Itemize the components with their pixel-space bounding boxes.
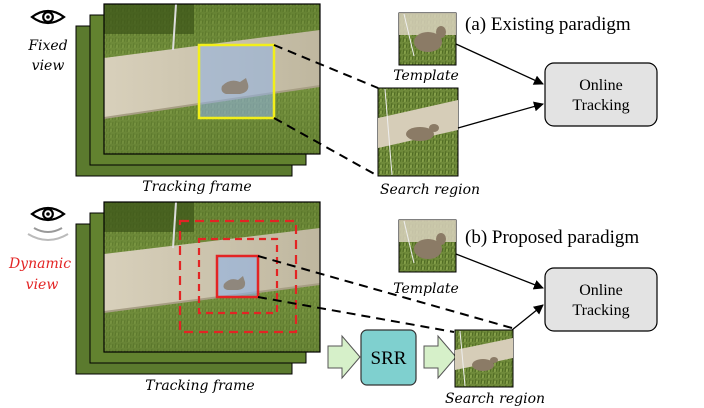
top-template-image: [398, 12, 457, 66]
fixed-view-label-line2: view: [32, 58, 65, 74]
top-tracking-line2: Tracking: [572, 97, 629, 114]
top-frame-caption: Tracking frame: [142, 179, 251, 195]
arrow-out-srr: [423, 334, 457, 380]
dynamic-mid-dashed-box: [197, 237, 279, 315]
bottom-search-caption: Search region: [445, 391, 545, 407]
bottom-projection-line-2: [257, 296, 455, 333]
bottom-tracking-line2: Tracking: [572, 302, 629, 319]
top-projection-line-1: [273, 44, 379, 89]
fixed-view-label-line1: Fixed: [27, 38, 67, 54]
bottom-frame-caption: Tracking frame: [145, 378, 254, 394]
eye-icon: [30, 9, 66, 25]
top-online-tracking-box: Online Tracking: [544, 62, 658, 127]
tracking-frame-stack: [75, 3, 321, 177]
srr-label: SRR: [371, 348, 407, 369]
arrow-into-srr: [327, 334, 361, 380]
bottom-paradigm-title: (b) Proposed paradigm: [465, 227, 639, 248]
top-tracking-line1: Online: [579, 77, 623, 94]
bottom-template-caption: Template: [393, 281, 459, 297]
bottom-tracking-line1: Online: [579, 282, 623, 299]
dynamic-view-label-line2: view: [26, 277, 59, 293]
dynamic-search-box: [215, 254, 260, 299]
top-template-arrow: [455, 43, 544, 85]
bottom-search-region-image: [454, 329, 514, 388]
dynamic-view-label-line1: Dynamic: [8, 256, 71, 272]
top-search-arrow: [457, 101, 544, 129]
top-projection-line-2: [273, 117, 379, 177]
bottom-online-tracking-box: Online Tracking: [544, 267, 658, 332]
top-template-caption: Template: [393, 68, 459, 84]
bottom-tracking-frame-stack: [75, 201, 321, 375]
fixed-search-box: [197, 43, 276, 120]
srr-module: SRR: [360, 329, 417, 386]
top-paradigm-title: (a) Existing paradigm: [465, 14, 631, 35]
top-search-region-image: [377, 87, 459, 177]
bottom-template-image: [398, 219, 457, 273]
top-search-caption: Search region: [380, 182, 480, 198]
bottom-tracking-frame-image: [104, 202, 320, 352]
dynamic-eye-icon: [27, 206, 69, 241]
dynamic-outer-dashed-box: [178, 219, 298, 334]
tracking-frame-image: [104, 4, 320, 154]
bottom-search-arrow: [511, 304, 544, 331]
bottom-template-arrow: [455, 253, 544, 290]
